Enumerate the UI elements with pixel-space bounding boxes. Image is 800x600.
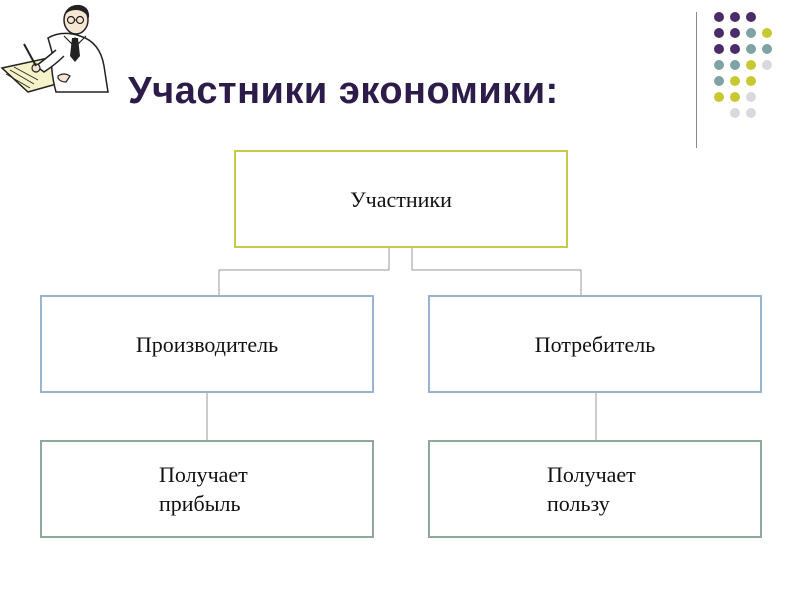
consumer-result-label: Получает пользу (547, 462, 636, 516)
consumer-result-box: Получает пользу (428, 440, 762, 538)
slide-title: Участники экономики: (128, 70, 559, 112)
decorative-dot (730, 108, 740, 118)
decorative-dot (714, 44, 724, 54)
decorative-vertical-rule (696, 12, 697, 148)
connector-root-to-consumer (411, 248, 582, 295)
producer-result-label: Получает прибыль (159, 462, 248, 516)
decorative-dot (730, 44, 740, 54)
decorative-dot (746, 76, 756, 86)
decorative-dot (730, 76, 740, 86)
decorative-dot (746, 108, 756, 118)
decorative-dot (730, 60, 740, 70)
decorative-dot (746, 28, 756, 38)
consumer-label: Потребитель (534, 331, 656, 357)
participants-box: Участники (234, 150, 568, 248)
participants-label: Участники (350, 186, 452, 212)
decorative-dot-grid (714, 12, 772, 118)
decorative-dot (746, 12, 756, 22)
decorative-dot (730, 92, 740, 102)
decorative-dot (714, 28, 724, 38)
decorative-dot (714, 92, 724, 102)
consumer-box: Потребитель (428, 295, 762, 393)
decorative-dot (762, 28, 772, 38)
producer-label: Производитель (135, 331, 279, 357)
decorative-dot (730, 12, 740, 22)
producer-result-box: Получает прибыль (40, 440, 374, 538)
decorative-dot (714, 60, 724, 70)
decorative-dot (762, 60, 772, 70)
writing-man-clipart (0, 0, 130, 100)
decorative-dot (746, 60, 756, 70)
decorative-dot (714, 12, 724, 22)
producer-box: Производитель (40, 295, 374, 393)
connector-root-to-producer (218, 248, 390, 295)
decorative-dot (746, 92, 756, 102)
decorative-dot (730, 28, 740, 38)
writing-man-icon (0, 4, 109, 93)
decorative-dot (762, 44, 772, 54)
decorative-dot (746, 44, 756, 54)
decorative-dot (714, 76, 724, 86)
